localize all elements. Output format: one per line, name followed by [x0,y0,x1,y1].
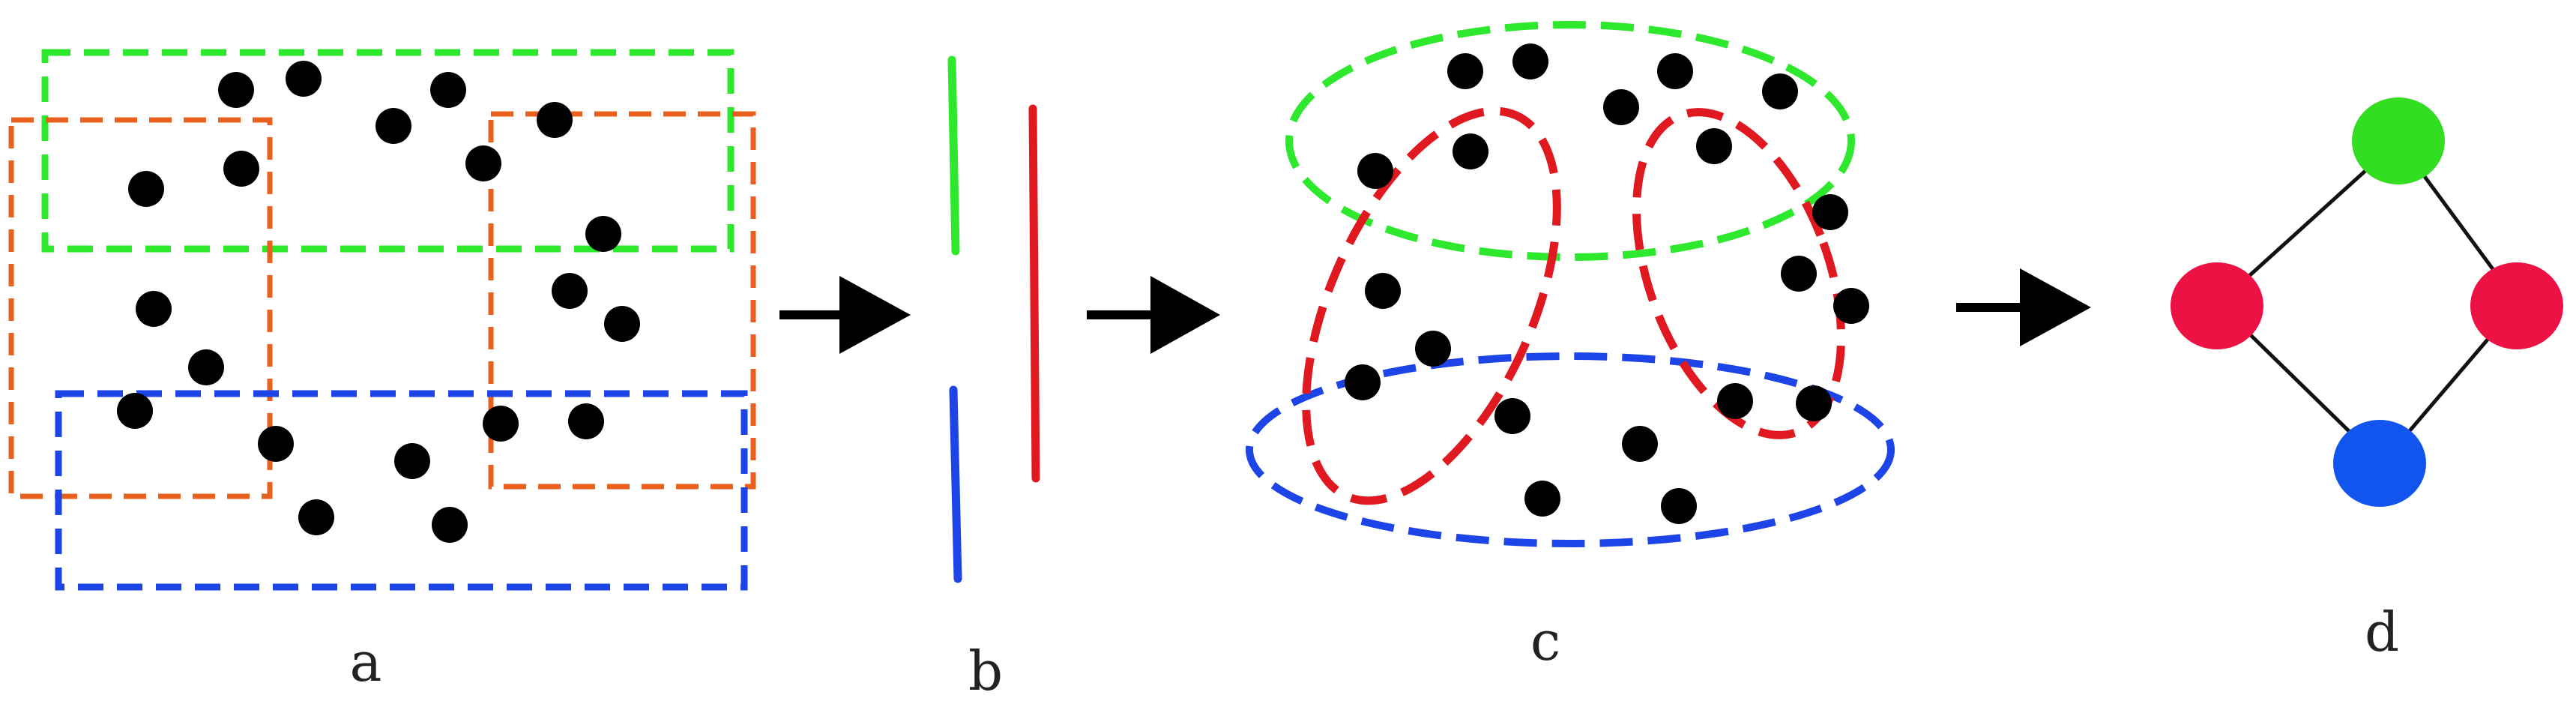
data-point [223,151,259,187]
data-point [1762,73,1798,109]
data-point [1622,426,1658,462]
data-point [432,507,468,543]
cover-green [41,49,735,253]
data-points-a [117,61,640,543]
cluster-blue [1246,352,1895,547]
data-point [1812,194,1848,230]
panel-label-b: b [968,640,1003,703]
arrow-a-b [779,276,911,354]
panel-label-a: a [350,631,382,694]
data-point [537,102,573,138]
line-green [947,55,960,256]
data-point [1696,128,1732,164]
data-point [258,426,294,462]
data-point [1657,53,1693,89]
data-point [1365,273,1401,309]
data-point [483,406,519,442]
cover-blue [55,390,748,591]
data-point [218,72,254,108]
arrow-c-d [1956,268,2091,346]
panel-b [947,55,1040,583]
data-point [117,393,153,429]
data-point [585,216,621,252]
graph-node-red-right [2470,262,2563,349]
data-point [1357,153,1393,189]
data-point [394,443,430,479]
data-point [1524,481,1560,517]
data-point [128,171,164,207]
data-point [430,72,466,108]
data-point [1512,43,1548,79]
data-point [286,61,322,97]
data-point [1603,89,1639,125]
data-point [568,403,604,439]
panel-c [1246,21,1895,547]
cluster-green [1285,21,1855,261]
data-point [1447,53,1483,89]
line-red [1028,104,1040,483]
line-blue [949,385,962,583]
cover-orange-left [8,117,273,499]
arrow-b-c [1087,276,1220,354]
data-point [1781,256,1817,292]
data-point [1661,488,1697,524]
data-point [298,499,334,535]
panel-a [8,49,756,591]
data-point [604,306,640,342]
data-point [552,273,588,309]
graph-node-green [2352,97,2445,184]
cover-orange-right [488,111,756,490]
panel-d [2171,97,2563,507]
arrow-head [2020,268,2091,346]
data-point [465,145,501,181]
data-point [1415,331,1451,367]
arrow-head [839,276,911,354]
data-point [1345,364,1381,400]
panel-label-d: d [2365,601,2399,664]
cluster-red-left [1302,106,1561,505]
data-point [136,291,172,327]
data-point [1796,385,1832,421]
graph-node-red-left [2171,262,2263,349]
data-point [1717,383,1753,419]
data-point [375,108,411,144]
data-point [188,349,224,385]
data-point [1494,398,1530,434]
data-point [1453,133,1488,169]
data-points-c [1345,43,1869,524]
data-point [1833,288,1869,324]
graph-node-blue [2333,420,2426,507]
panel-label-c: c [1530,610,1560,673]
arrow-head [1150,276,1220,354]
cluster-red-right [1632,108,1846,439]
